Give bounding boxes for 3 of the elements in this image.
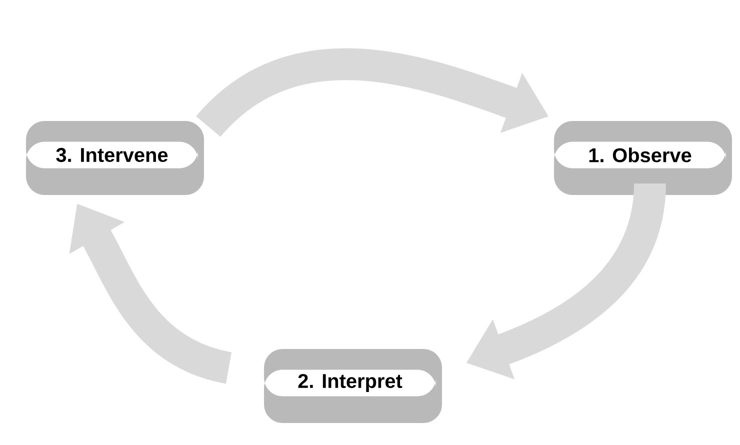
- process-box: 2. Interpret: [264, 349, 442, 423]
- process-box: 1. Observe: [554, 121, 732, 195]
- process-box: 3. Intervene: [26, 121, 204, 195]
